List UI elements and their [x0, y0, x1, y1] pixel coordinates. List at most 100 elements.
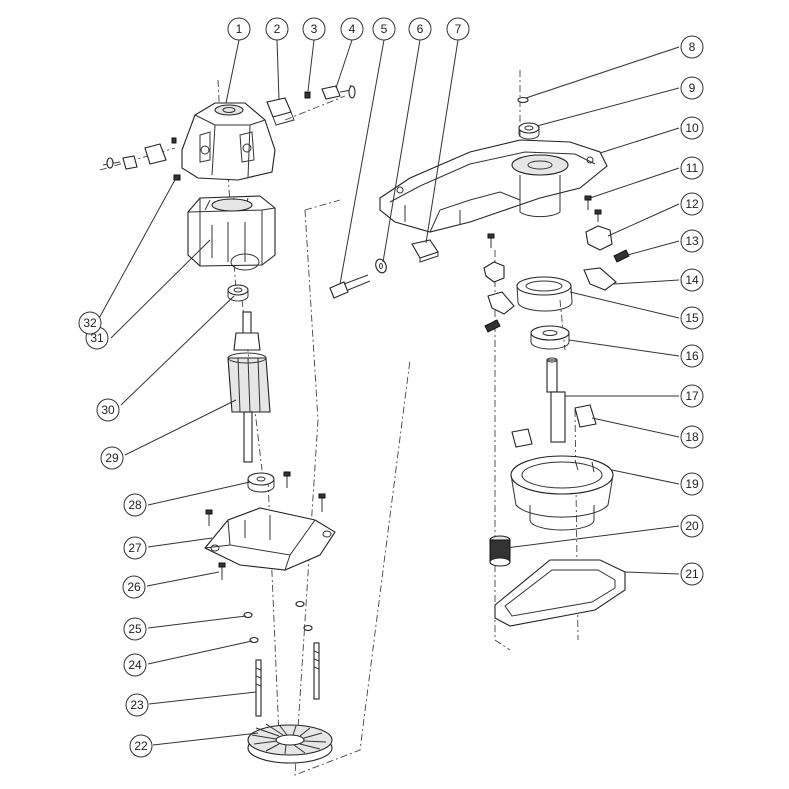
callout-number: 11 — [686, 161, 699, 175]
callout-circle — [680, 156, 704, 180]
callout-circle — [680, 384, 704, 408]
callout-circle — [408, 17, 432, 41]
part-5-bolt — [329, 274, 371, 299]
callout-1: 1 — [227, 17, 251, 41]
callout-number: 18 — [685, 430, 699, 444]
callout-number: 25 — [128, 622, 142, 636]
callout-circle — [227, 17, 251, 41]
callout-circle — [680, 472, 704, 496]
callout-number: 2 — [274, 22, 281, 36]
callout-circle — [265, 17, 289, 41]
callout-number: 14 — [685, 273, 699, 287]
part-22-fan — [247, 723, 333, 764]
part-32-clip — [173, 174, 181, 181]
callout-circle — [680, 306, 704, 330]
part-20-roller — [489, 535, 511, 567]
callout-number: 28 — [128, 498, 142, 512]
callout-circle — [100, 446, 124, 470]
callout-circle — [129, 734, 153, 758]
callout-number: 32 — [83, 316, 97, 330]
part-3-spring — [304, 91, 311, 99]
callout-number: 26 — [127, 580, 141, 594]
callout-32: 32 — [78, 311, 102, 335]
part-9-bearing — [518, 122, 540, 140]
callout-number: 6 — [417, 22, 424, 36]
callout-circle — [446, 17, 470, 41]
callout-number: 12 — [685, 197, 699, 211]
callout-circle — [125, 693, 149, 717]
callout-circle — [680, 229, 704, 253]
callout-circle — [680, 344, 704, 368]
callout-number: 4 — [349, 22, 356, 36]
callout-number: 10 — [685, 121, 699, 135]
callout-number: 5 — [381, 22, 388, 36]
part-26-screw — [218, 562, 226, 580]
callout-circle — [680, 35, 704, 59]
callout-17: 17 — [680, 384, 704, 408]
callout-circle — [680, 562, 704, 586]
callout-circle — [122, 575, 146, 599]
part-13-spring — [484, 249, 630, 333]
callout-number: 15 — [685, 311, 699, 325]
part-28-bearing — [247, 472, 275, 493]
callout-number: 19 — [685, 477, 699, 491]
part-29-armature — [227, 311, 271, 463]
callout-circle — [123, 536, 147, 560]
callout-24: 24 — [123, 653, 147, 677]
callout-14: 14 — [680, 268, 704, 292]
callout-12: 12 — [680, 192, 704, 216]
part-2-brush — [266, 97, 295, 126]
part-25-nut — [243, 600, 305, 619]
callout-21: 21 — [680, 562, 704, 586]
callout-number: 31 — [90, 331, 104, 345]
part-10-base-plate — [379, 139, 608, 233]
part-31-stator — [187, 195, 276, 271]
part-17-shaft — [546, 357, 566, 443]
part-12-clip — [483, 225, 613, 283]
callout-circle — [96, 398, 120, 422]
callout-number: 7 — [455, 22, 462, 36]
callout-number: 9 — [689, 81, 696, 95]
callout-number: 3 — [311, 22, 318, 36]
callout-circle — [78, 311, 102, 335]
callout-circle — [372, 17, 396, 41]
part-7-block — [411, 239, 439, 263]
callout-30: 30 — [96, 398, 120, 422]
callout-number: 30 — [101, 403, 115, 417]
callout-23: 23 — [125, 693, 149, 717]
left-brush-set — [102, 137, 177, 170]
callout-number: 13 — [685, 234, 699, 248]
callout-28: 28 — [123, 493, 147, 517]
callout-circle — [123, 617, 147, 641]
callout-number: 17 — [685, 389, 699, 403]
part-18-keys — [511, 404, 597, 448]
callout-number: 16 — [685, 349, 699, 363]
callout-8: 8 — [680, 35, 704, 59]
callout-number: 23 — [130, 698, 144, 712]
callout-circle — [680, 116, 704, 140]
part-6-washer — [375, 258, 387, 274]
callout-27: 27 — [123, 536, 147, 560]
part-14-bracket — [487, 267, 617, 315]
callout-15: 15 — [680, 306, 704, 330]
callout-number: 8 — [689, 40, 696, 54]
leader-lines — [96, 39, 680, 746]
part-30-bearing — [227, 284, 249, 302]
callout-number: 21 — [685, 567, 699, 581]
callout-number: 24 — [128, 658, 142, 672]
callout-6: 6 — [408, 17, 432, 41]
part-11-screws — [487, 195, 602, 248]
callout-26: 26 — [122, 575, 146, 599]
part-19-gear-cup — [510, 455, 614, 531]
callout-number: 20 — [685, 519, 699, 533]
callout-circle — [123, 493, 147, 517]
part-1-housing — [181, 102, 276, 181]
callout-circle — [340, 17, 364, 41]
callout-9: 9 — [680, 76, 704, 100]
callout-10: 10 — [680, 116, 704, 140]
screws-upper — [205, 471, 326, 526]
callout-29: 29 — [100, 446, 124, 470]
callout-20: 20 — [680, 514, 704, 538]
